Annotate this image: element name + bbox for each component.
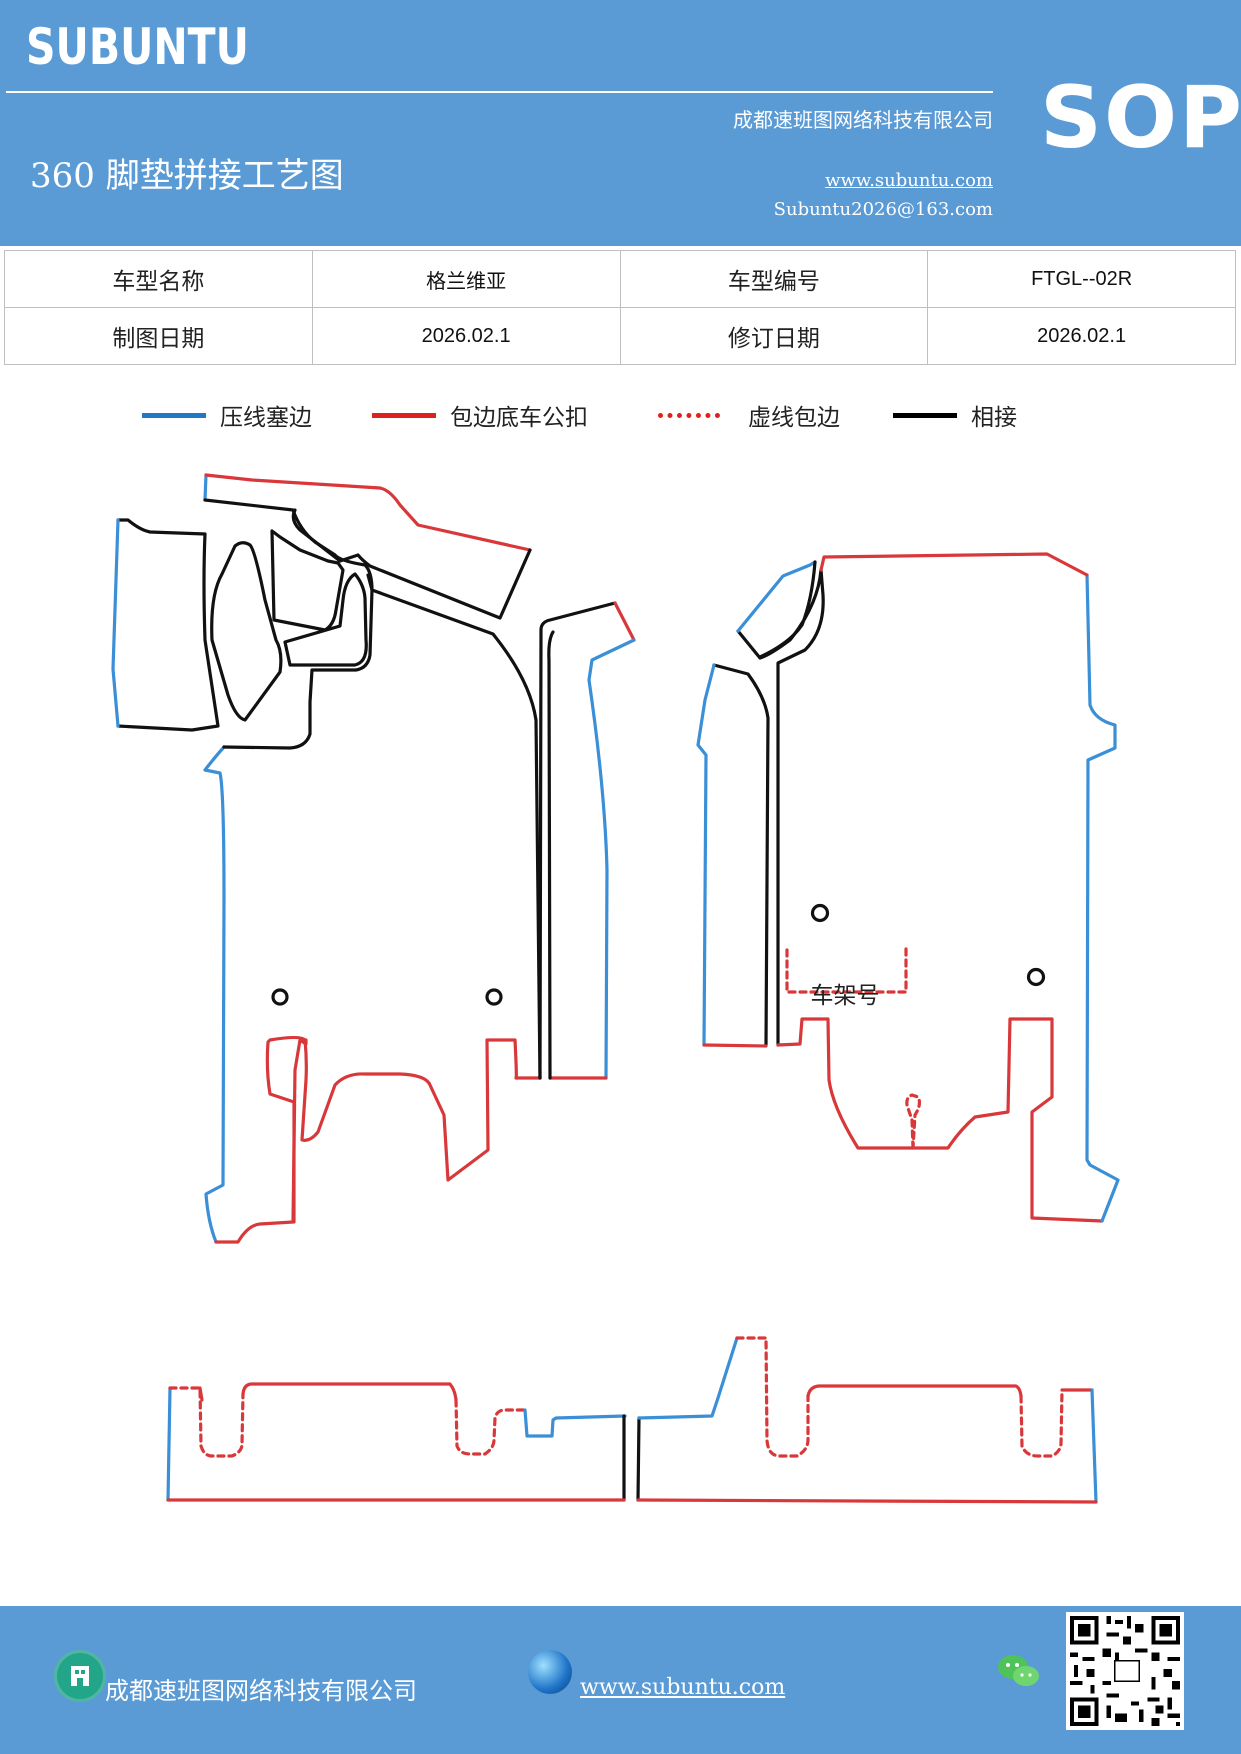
- rear-left-strip: [166, 1382, 627, 1502]
- legend-label: 包边底车公扣: [450, 405, 588, 431]
- model-name-label: 车型名称: [4, 250, 313, 308]
- legend-label: 相接: [971, 405, 1017, 431]
- globe-icon: [528, 1650, 572, 1694]
- right-front-mat: [696, 552, 1120, 1223]
- table-row: 制图日期 2026.02.1 修订日期 2026.02.1: [4, 307, 1236, 365]
- rear-right-strip: [636, 1336, 1098, 1504]
- legend-swatch-blue: [142, 412, 206, 418]
- qr-code[interactable]: [1066, 1612, 1184, 1730]
- page-title: 360 脚垫拼接工艺图: [30, 156, 344, 196]
- legend-label: 虚线包边: [748, 405, 840, 431]
- sop-badge: SOP: [1040, 68, 1241, 168]
- footer-company-name: 成都速班图网络科技有限公司: [105, 1677, 417, 1705]
- revise-date-value: 2026.02.1: [927, 307, 1236, 365]
- info-table: 车型名称 格兰维亚 车型编号 FTGL--02R 制图日期 2026.02.1 …: [4, 250, 1236, 365]
- footer-website-link[interactable]: www.subuntu.com: [580, 1675, 786, 1700]
- legend-swatch-red-dashed: [658, 412, 720, 418]
- header-email: Subuntu2026@163.com: [773, 199, 993, 220]
- legend-item-red: 包边底车公扣: [372, 395, 588, 435]
- header-company-name: 成都速班图网络科技有限公司: [733, 108, 993, 132]
- revise-date-label: 修订日期: [619, 307, 929, 365]
- frame-number-label: 车架号: [811, 983, 880, 1009]
- table-row: 车型名称 格兰维亚 车型编号 FTGL--02R: [4, 250, 1236, 308]
- model-name-value: 格兰维亚: [311, 250, 621, 308]
- model-code-value: FTGL--02R: [927, 250, 1236, 308]
- company-icon: [54, 1650, 106, 1702]
- left-front-mat: [111, 473, 636, 1244]
- draw-date-label: 制图日期: [4, 307, 313, 365]
- brand-logo: SUBUNTU: [26, 18, 249, 76]
- legend-item-black: 相接: [893, 395, 1017, 435]
- legend-item-blue: 压线塞边: [142, 395, 312, 435]
- draw-date-value: 2026.02.1: [311, 307, 621, 365]
- legend-swatch-red: [372, 412, 436, 418]
- legend-swatch-black: [893, 412, 957, 418]
- header-banner: [0, 0, 1241, 246]
- header-website-link[interactable]: www.subuntu.com: [825, 170, 993, 191]
- legend-label: 压线塞边: [220, 405, 312, 431]
- header-divider: [6, 91, 993, 93]
- wechat-icon[interactable]: [996, 1652, 1042, 1692]
- model-code-label: 车型编号: [619, 250, 929, 308]
- legend-item-red-dashed: 虚线包边: [658, 395, 840, 435]
